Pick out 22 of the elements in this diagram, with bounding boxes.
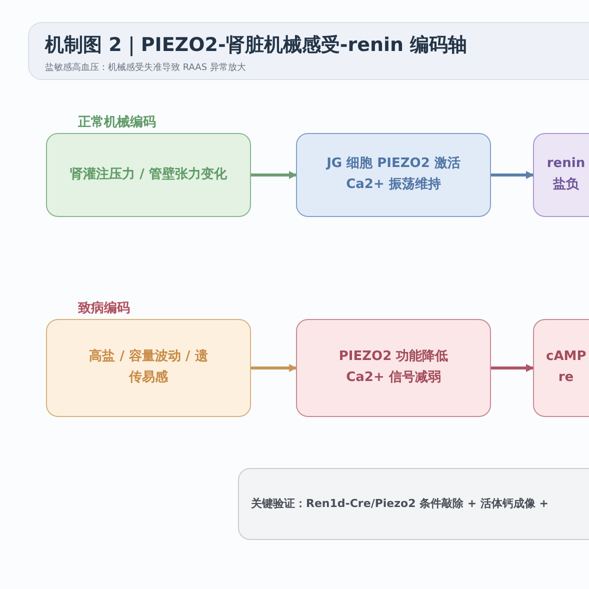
process-box — [296, 133, 491, 217]
process-box — [533, 133, 589, 217]
box-text: JG 细胞 PIEZO2 激活 Ca2+ 振荡维持 — [324, 155, 462, 194]
section-label: 正常机械编码 — [78, 114, 156, 131]
arrow — [251, 364, 297, 372]
process-box — [46, 319, 251, 417]
title: 机制图 2｜PIEZO2-肾脏机械感受-renin 编码轴 — [45, 33, 468, 58]
process-box — [46, 133, 251, 217]
box-text: renin 盐负 — [546, 155, 586, 194]
box-text: 肾灌注压力 / 管壁张力变化 — [70, 166, 227, 184]
box-text: PIEZO2 功能降低 Ca2+ 信号减弱 — [338, 348, 450, 387]
arrow — [491, 364, 534, 372]
section-label: 致病编码 — [78, 300, 130, 317]
arrow — [491, 171, 534, 179]
arrow — [251, 171, 297, 179]
note-box — [238, 468, 589, 540]
box-text: 高盐 / 容量波动 / 遗传易感 — [88, 348, 208, 387]
box-text: 关键验证：Ren1d-Cre/Piezo2 条件敲除 + 活体钙成像 + — [251, 496, 548, 512]
subtitle: 盐敏感高血压：机械感受失准导致 RAAS 异常放大 — [45, 62, 246, 74]
box-text: cAMP re — [546, 348, 586, 387]
process-box — [533, 319, 589, 417]
process-box — [296, 319, 491, 417]
